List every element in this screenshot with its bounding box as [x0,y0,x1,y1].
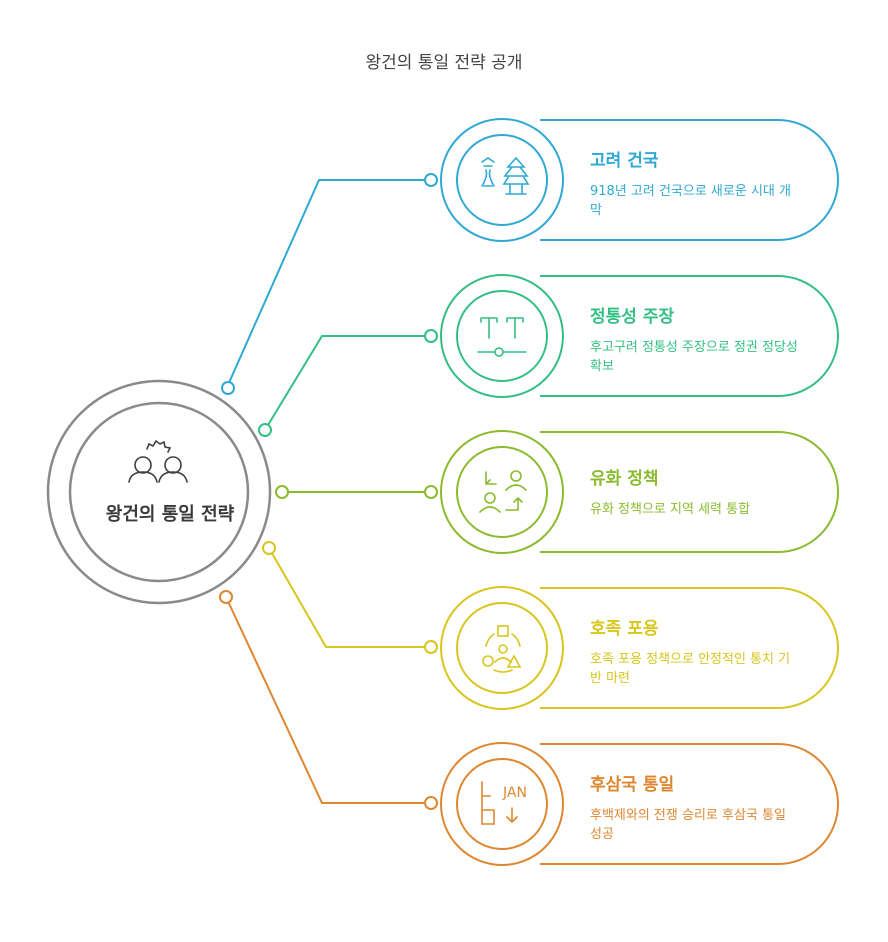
connector-3 [275,485,438,499]
step-title-3: 유화 정책 [590,469,659,489]
step-card-4 [440,586,839,710]
step-card-2 [440,274,839,398]
step-card-5: JAN [440,742,839,866]
text-balance-icon [477,317,527,357]
people-exchange-icon [479,470,527,513]
center-node [46,379,272,605]
step-desc-1: 918년 고려 건국으로 새로운 시대 개막 [590,184,791,218]
connector-1 [221,173,438,395]
connector-2 [258,329,438,437]
step-title-5: 후삼국 통일 [590,775,675,795]
step-desc-5: 후백제와의 전쟁 승리로 후삼국 통일 성공 [590,808,786,842]
two-people-icon [128,439,188,483]
step-card-3 [440,430,839,554]
connector-4 [262,541,438,654]
center-label: 왕건의 통일 전략 [105,504,235,525]
shapes-cycle-icon [482,625,522,673]
calendar-jan-icon [481,781,518,825]
step-title-1: 고려 건국 [590,151,659,171]
step-desc-3: 유화 정책으로 지역 세력 통합 [590,502,751,517]
step-title-2: 정통성 주장 [590,307,675,327]
jan-label: JAN [502,785,527,801]
step-card-1 [440,118,839,242]
connector-5 [219,590,438,810]
pagoda-icon [481,156,530,195]
page-title: 왕건의 통일 전략 공개 [365,53,523,73]
step-desc-2: 후고구려 정통성 주장으로 정권 정당성 확보 [590,340,798,374]
step-desc-4: 호족 포용 정책으로 안정적인 통치 기반 마련 [590,652,791,686]
step-title-4: 호족 포용 [590,619,659,639]
